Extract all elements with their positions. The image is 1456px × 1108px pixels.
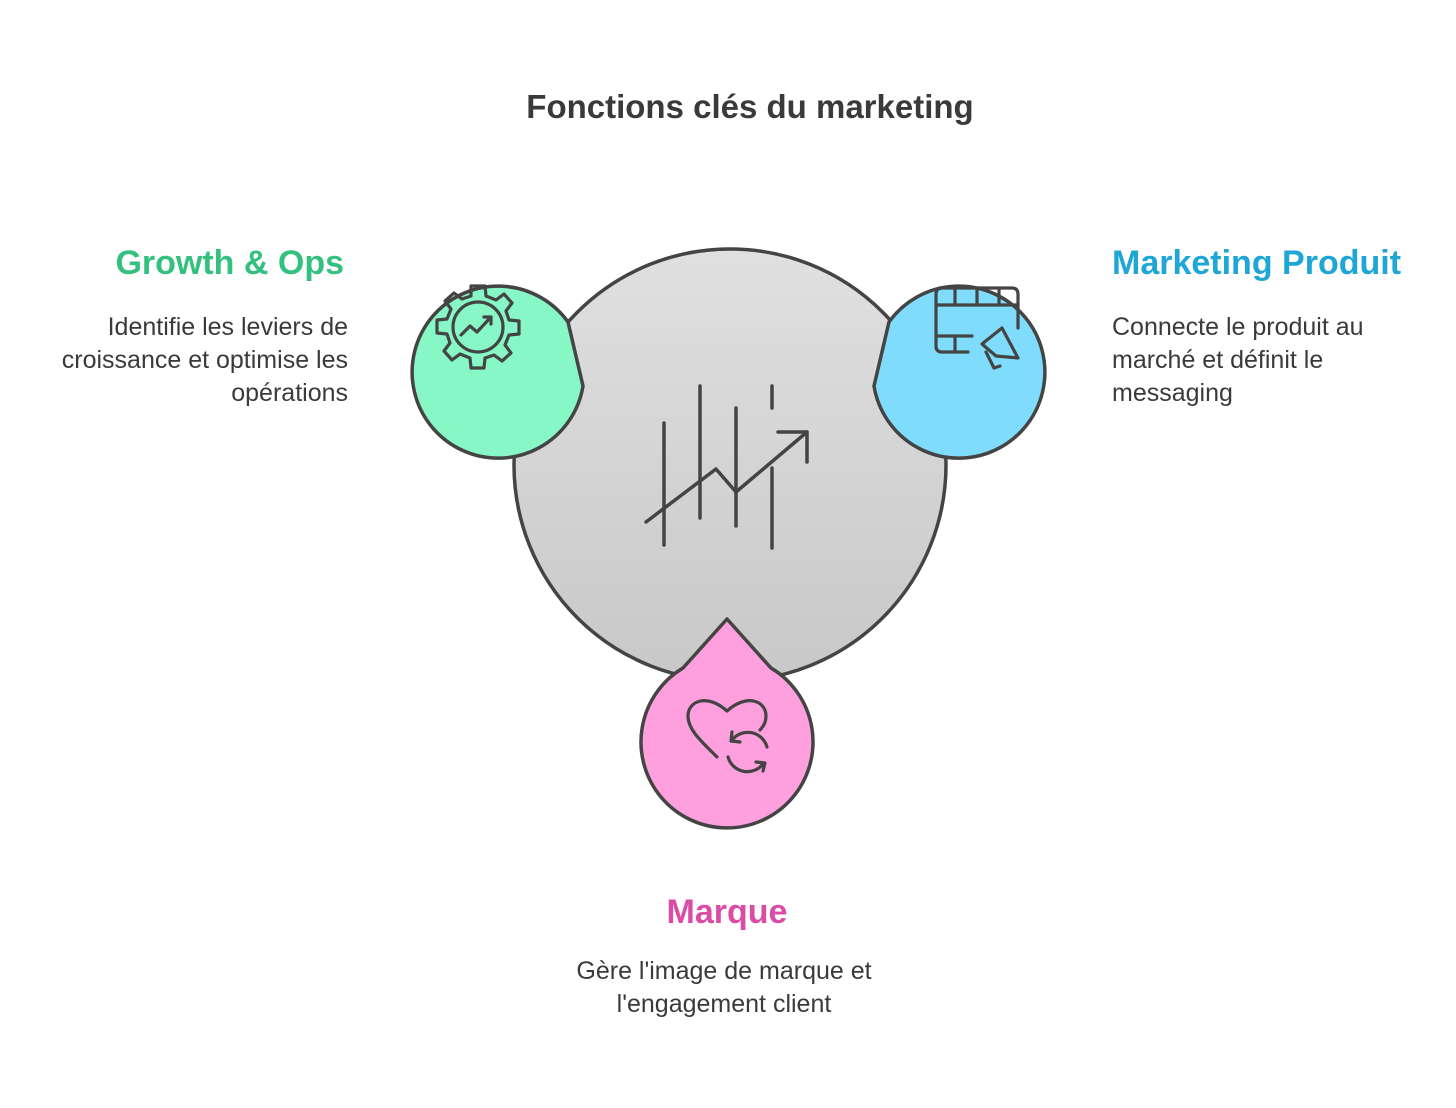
growth-ops-description: Identifie les leviers de croissance et o… (61, 313, 348, 407)
marque-description: Gère l'image de marque et l'engagement c… (576, 957, 872, 1018)
calendar-megaphone-icon (934, 286, 1020, 370)
marketing-produit-description: Connecte le produit au marché et définit… (1112, 313, 1364, 407)
marketing-produit-bubble (872, 284, 1047, 460)
page-title: Fonctions clés du marketing (526, 88, 974, 125)
growth-ops-heading: Growth & Ops (115, 244, 344, 282)
center-circle (512, 247, 948, 683)
growth-ops-bubble (410, 284, 585, 460)
marketing-produit-heading: Marketing Produit (1112, 244, 1402, 282)
heart-refresh-icon (686, 699, 769, 774)
marque-heading: Marque (666, 893, 788, 931)
growth-chart-icon (644, 384, 809, 550)
gear-chart-icon (435, 284, 521, 370)
marque-bubble (639, 617, 815, 830)
